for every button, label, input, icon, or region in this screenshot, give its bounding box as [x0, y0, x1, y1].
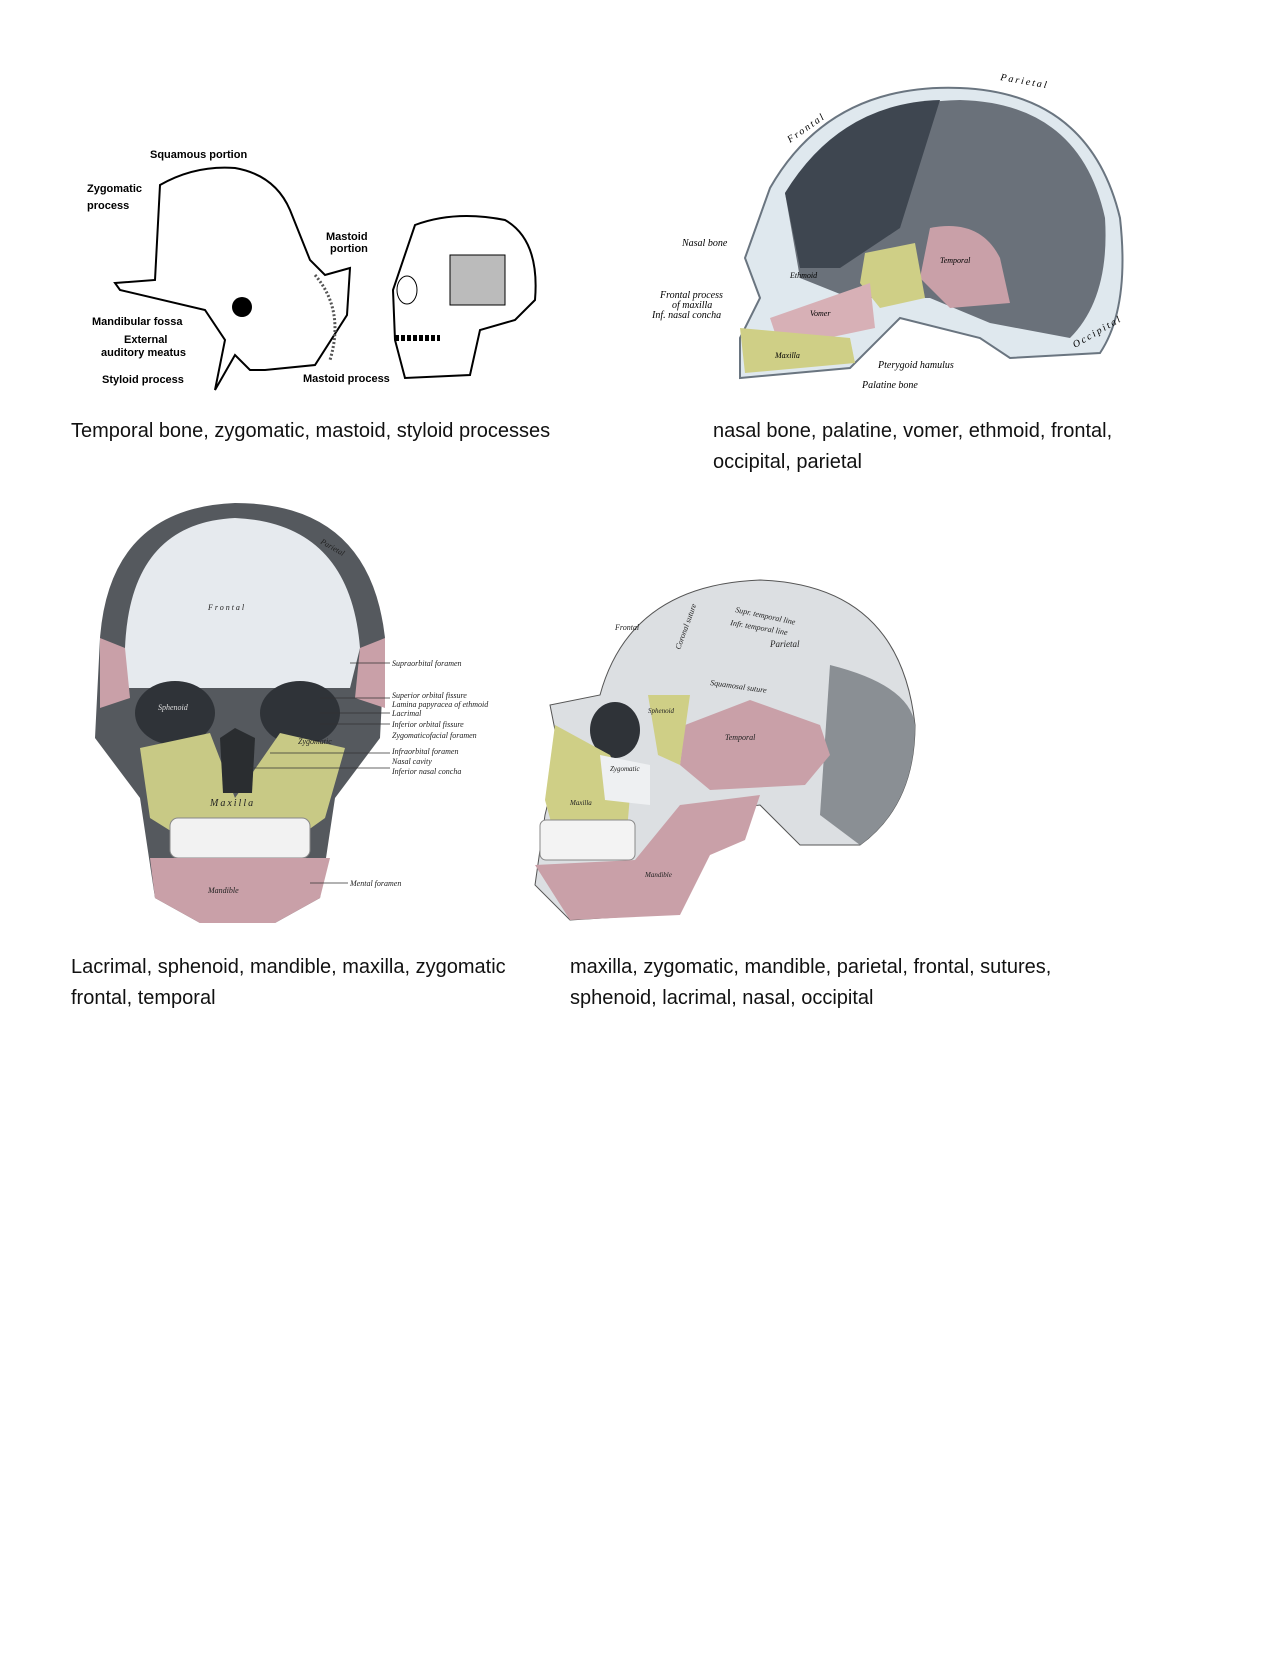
caption-frontal: Lacrimal, sphenoid, mandible, maxilla, z…: [71, 952, 506, 1014]
figure-temporal-bone: Squamous portion Zygomatic process Masto…: [85, 140, 545, 395]
label-mental-foramen: Mental foramen: [349, 879, 401, 888]
label-zygomatic: Zygomatic: [298, 737, 332, 746]
label-frontal: Frontal: [207, 603, 246, 612]
label-auditory-meatus: auditory meatus: [101, 347, 186, 359]
figure-lateral-skull: Frontal Coronal suture Supr. temporal li…: [530, 555, 920, 930]
label-parietal: Parietal: [769, 639, 800, 649]
label-vomer: Vomer: [810, 309, 831, 318]
caption-sagittal: nasal bone, palatine, vomer, ethmoid, fr…: [713, 416, 1112, 478]
caption-line: sphenoid, lacrimal, nasal, occipital: [570, 987, 874, 1009]
label-process: process: [87, 200, 129, 212]
label-mastoid: Mastoid: [326, 231, 368, 243]
label-infraorbital: Infraorbital foramen: [391, 747, 458, 756]
label-temporal: Temporal: [725, 733, 756, 742]
label-temporal: Temporal: [940, 256, 971, 265]
label-nasal-cavity: Nasal cavity: [391, 757, 432, 766]
caption-line: nasal bone, palatine, vomer, ethmoid, fr…: [713, 420, 1113, 442]
caption-temporal: Temporal bone, zygomatic, mastoid, stylo…: [71, 416, 550, 447]
label-styloid: Styloid process: [102, 374, 184, 386]
label-maxilla: Maxilla: [569, 799, 592, 807]
label-of-maxilla: of maxilla: [672, 300, 712, 311]
label-squamous: Squamous portion: [150, 149, 247, 161]
temporal-bone-illustration: Squamous portion Zygomatic process Masto…: [87, 149, 537, 391]
label-inf-nasal-concha: Inf. nasal concha: [651, 310, 721, 321]
label-maxilla: Maxilla: [209, 798, 255, 809]
label-frontal: Frontal: [614, 623, 640, 632]
label-mandible: Mandible: [207, 886, 239, 895]
label-zygomaticofacial: Zygomaticofacial foramen: [392, 731, 477, 740]
label-portion: portion: [330, 243, 368, 255]
figure-frontal-skull: Frontal Parietal Supraorbital foramen Su…: [80, 498, 530, 928]
label-frontal-process: Frontal process: [659, 290, 723, 301]
label-nasal-bone: Nasal bone: [681, 238, 728, 249]
label-palatine-bone: Palatine bone: [861, 380, 918, 391]
caption-line: frontal, temporal: [71, 987, 216, 1009]
label-ethmoid: Ethmoid: [789, 271, 818, 280]
frontal-skull-illustration: Frontal Parietal Supraorbital foramen Su…: [95, 503, 489, 923]
label-lacrimal: Lacrimal: [391, 709, 422, 718]
label-superior-orbital-fissure: Superior orbital fissure: [392, 691, 467, 700]
caption-lateral: maxilla, zygomatic, mandible, parietal, …: [570, 952, 1051, 1014]
label-zygomatic: Zygomatic: [610, 765, 640, 773]
caption-line: occipital, parietal: [713, 451, 862, 473]
label-mandibular-fossa: Mandibular fossa: [92, 316, 183, 328]
label-external: External: [124, 334, 167, 346]
label-sphenoid: Sphenoid: [158, 703, 189, 712]
caption-line: Lacrimal, sphenoid, mandible, maxilla, z…: [71, 956, 506, 978]
figure-sagittal-skull: Frontal Parietal Occipital Nasal bone Fr…: [650, 68, 1130, 398]
label-parietal: Parietal: [998, 72, 1049, 91]
caption-line: maxilla, zygomatic, mandible, parietal, …: [570, 956, 1052, 978]
label-supraorbital: Supraorbital foramen: [392, 659, 462, 668]
label-pterygoid-hamulus: Pterygoid hamulus: [877, 360, 954, 371]
sagittal-skull-illustration: Frontal Parietal Occipital Nasal bone Fr…: [651, 72, 1124, 391]
label-lamina-papyracea: Lamina papyracea of ethmoid: [391, 700, 489, 709]
label-sphenoid: Sphenoid: [648, 707, 675, 715]
label-inferior-nasal-concha: Inferior nasal concha: [391, 767, 461, 776]
lateral-skull-illustration: Frontal Coronal suture Supr. temporal li…: [534, 579, 916, 921]
label-maxilla: Maxilla: [774, 351, 800, 360]
label-mandible: Mandible: [644, 871, 672, 879]
label-mastoid-process: Mastoid process: [303, 373, 390, 385]
label-zygomatic: Zygomatic: [87, 183, 142, 195]
label-inferior-orbital-fissure: Inferior orbital fissure: [391, 720, 464, 729]
caption-line: Temporal bone, zygomatic, mastoid, stylo…: [71, 420, 551, 442]
